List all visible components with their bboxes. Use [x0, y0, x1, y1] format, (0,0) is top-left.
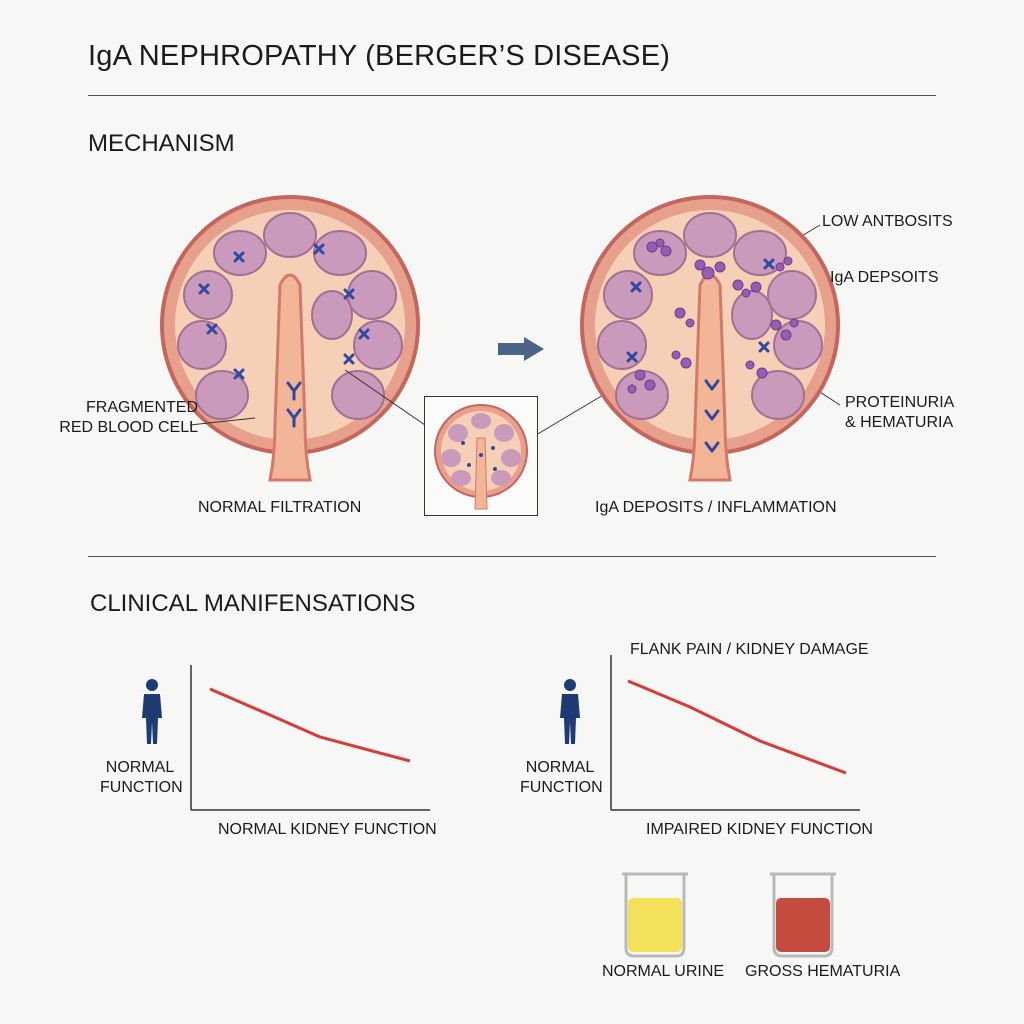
- label-proteinuria-line1: PROTEINURIA: [845, 394, 955, 411]
- label-low-antibodies: LOW ANTBOSITS: [822, 213, 953, 230]
- left-chart: [190, 665, 430, 811]
- mechanism-heading: MECHANISM: [88, 130, 235, 157]
- label-gross-hematuria: GROSS HEMATURIA: [745, 963, 901, 980]
- right-chart-line: [627, 679, 847, 775]
- title-divider: [88, 95, 936, 96]
- right-chart-title: FLANK PAIN / KIDNEY DAMAGE: [630, 641, 869, 658]
- section-divider: [88, 556, 936, 557]
- label-fragmented-line2: RED BLOOD CELL: [59, 419, 198, 436]
- label-fragmented-line1: FRAGMENTED: [86, 399, 198, 416]
- label-proteinuria-line2: & HEMATURIA: [845, 414, 954, 431]
- arrow-right-icon: [498, 337, 544, 361]
- left-ylabel-line2: FUNCTION: [100, 779, 183, 796]
- caption-normal-filtration: NORMAL FILTRATION: [198, 499, 362, 516]
- label-proteinuria-hematuria: PROTEINURIA & HEMATURIA: [845, 393, 954, 433]
- inset-kidney-box: [424, 396, 538, 516]
- inflamed-kidney-illustration: [580, 195, 840, 482]
- label-normal-urine: NORMAL URINE: [602, 963, 725, 980]
- inset-kidney-illustration: [434, 404, 528, 510]
- left-chart-xlabel: NORMAL KIDNEY FUNCTION: [218, 821, 437, 838]
- caption-iga-inflammation: IgA DEPOSITS / INFLAMMATION: [595, 499, 837, 516]
- right-chart: [610, 655, 860, 811]
- left-chart-line: [209, 687, 411, 763]
- clinical-heading: CLINICAL MANIFENSATIONS: [90, 590, 416, 617]
- label-iga-deposits: IgA DEPSOITS: [830, 269, 939, 286]
- page-title: IgA NEPHROPATHY (BERGER’S DISEASE): [88, 40, 671, 72]
- hematuria-beaker: [770, 872, 836, 958]
- normal-kidney-illustration: [160, 195, 420, 482]
- person-icon: [560, 679, 580, 744]
- label-fragmented-rbc: FRAGMENTED RED BLOOD CELL: [48, 398, 198, 438]
- person-icon: [142, 679, 162, 744]
- right-chart-ylabel: NORMAL FUNCTION: [520, 758, 603, 798]
- normal-urine-beaker: [622, 872, 688, 958]
- left-chart-ylabel: NORMAL FUNCTION: [100, 758, 183, 798]
- left-ylabel-line1: NORMAL: [105, 759, 175, 776]
- right-chart-xlabel: IMPAIRED KIDNEY FUNCTION: [646, 821, 873, 838]
- right-ylabel-line1: NORMAL: [525, 759, 595, 776]
- right-ylabel-line2: FUNCTION: [520, 779, 603, 796]
